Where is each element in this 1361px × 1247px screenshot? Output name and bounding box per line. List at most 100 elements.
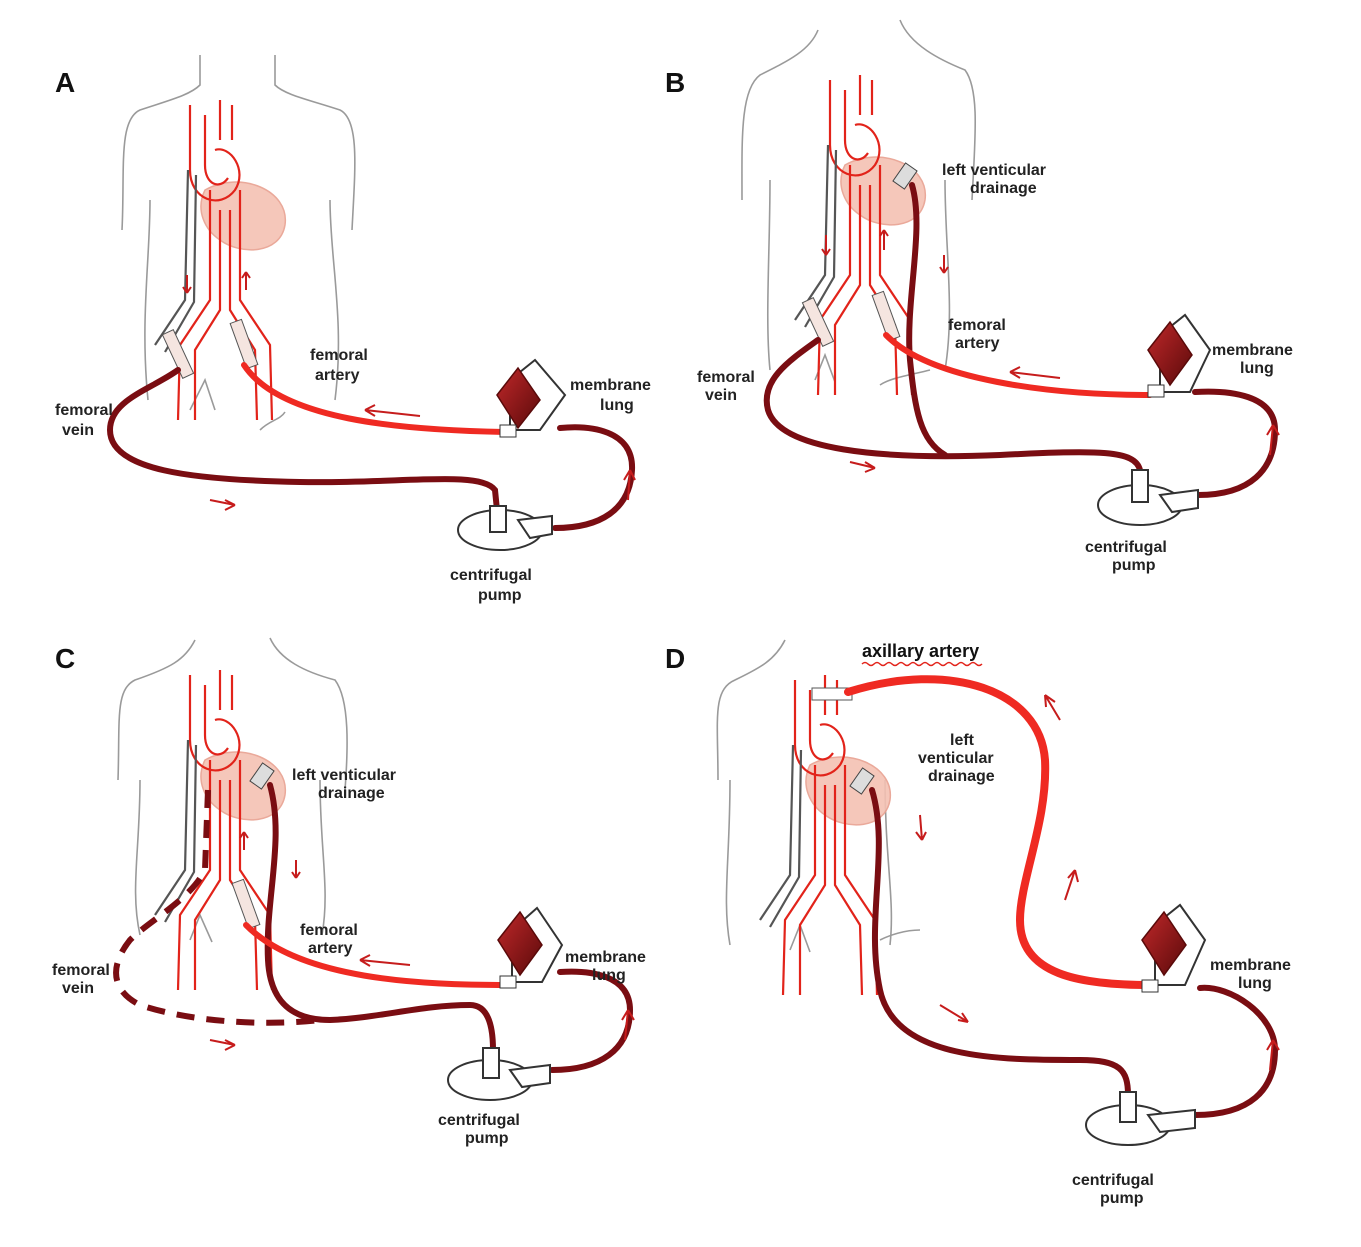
lv-drainage-tube <box>264 782 496 1053</box>
label-lv-drainage: left <box>950 732 975 749</box>
label-femoral-vein: vein <box>62 422 94 439</box>
label-axillary-artery: axillary artery <box>862 641 979 661</box>
label-centrifugal-pump: centrifugal <box>450 567 532 584</box>
arrow-icon <box>623 469 636 501</box>
arrow-icon <box>239 831 249 850</box>
spellcheck-underline <box>861 661 983 667</box>
panel-letter: D <box>665 643 685 674</box>
label-membrane-lung: membrane <box>565 949 646 966</box>
arterial-tube <box>243 922 513 988</box>
arrow-icon <box>821 235 831 256</box>
arrow-icon <box>939 255 949 274</box>
centrifugal-pump-icon <box>457 505 553 551</box>
arrow-icon <box>209 499 236 511</box>
venous-tube <box>1192 984 1279 1118</box>
label-femoral-artery: artery <box>955 335 1000 352</box>
label-membrane-lung: membrane <box>1210 957 1291 974</box>
lv-drainage-tube <box>906 182 948 458</box>
membrane-lung-icon <box>1147 313 1212 398</box>
venous-tube <box>763 337 1143 488</box>
label-membrane-lung: lung <box>592 967 626 984</box>
arterial-tube <box>844 675 1154 989</box>
venous-tube-removed <box>113 789 321 1026</box>
arrow-icon <box>182 275 192 294</box>
arrow-icon <box>621 1009 635 1041</box>
label-centrifugal-pump: centrifugal <box>438 1112 520 1129</box>
arterial-cannula <box>229 318 259 370</box>
panel-letter: B <box>665 67 685 98</box>
lv-vent-cannula <box>249 762 275 790</box>
label-centrifugal-pump: centrifugal <box>1085 539 1167 556</box>
label-centrifugal-pump: pump <box>478 587 522 604</box>
panel-letter: A <box>55 67 75 98</box>
lv-vent-cannula <box>849 767 875 795</box>
venous-tube <box>549 968 634 1073</box>
label-femoral-artery: artery <box>315 367 360 384</box>
lv-vent-cannula <box>892 162 918 190</box>
label-membrane-lung: membrane <box>570 377 651 394</box>
arrow-icon <box>241 271 251 290</box>
label-membrane-lung: lung <box>600 397 634 414</box>
label-centrifugal-pump: pump <box>465 1130 509 1147</box>
venous-tube <box>552 424 636 531</box>
label-lv-drainage: drainage <box>970 180 1037 197</box>
venous-cannula <box>801 297 835 347</box>
label-femoral-artery: femoral <box>948 317 1006 334</box>
membrane-lung-icon <box>497 906 564 989</box>
arterial-tube <box>883 332 1153 398</box>
label-femoral-vein: vein <box>705 387 737 404</box>
label-femoral-vein: femoral <box>55 402 113 419</box>
label-femoral-vein: femoral <box>52 962 110 979</box>
label-membrane-lung: lung <box>1240 360 1274 377</box>
arterial-tube <box>241 362 508 435</box>
arrow-icon <box>364 404 421 417</box>
panel-a: A femoral artery femoral vein <box>55 55 651 604</box>
label-femoral-artery: artery <box>308 940 353 957</box>
heart-aorta-schematic <box>758 673 892 997</box>
label-femoral-artery: femoral <box>300 922 358 939</box>
arrow-icon <box>209 1039 236 1051</box>
label-lv-drainage: drainage <box>318 785 385 802</box>
body-outline <box>741 19 977 386</box>
label-lv-drainage: venticular <box>918 750 994 767</box>
arrow-icon <box>849 461 876 473</box>
label-membrane-lung: lung <box>1238 975 1272 992</box>
body-outline <box>117 637 348 943</box>
label-lv-drainage: left venticular <box>292 767 396 784</box>
venous-tube <box>1192 388 1279 498</box>
membrane-lung-icon <box>496 358 567 438</box>
label-membrane-lung: membrane <box>1212 342 1293 359</box>
body-outline <box>121 55 356 431</box>
lv-drainage-tube <box>869 787 1131 1098</box>
label-femoral-artery: femoral <box>310 347 368 364</box>
arrow-icon <box>1009 366 1061 379</box>
arrow-icon <box>359 954 411 967</box>
label-femoral-vein: femoral <box>697 369 755 386</box>
body-outline <box>716 639 921 953</box>
label-lv-drainage: left venticular <box>942 162 1046 179</box>
label-centrifugal-pump: pump <box>1100 1190 1144 1207</box>
arrow-icon <box>915 814 927 841</box>
arrow-icon <box>1266 1039 1280 1071</box>
arrow-icon <box>879 229 889 250</box>
centrifugal-pump-icon <box>1085 1091 1196 1146</box>
panel-c: C left venticular drainage femoral arter… <box>52 637 646 1147</box>
arrow-icon <box>291 860 301 879</box>
label-centrifugal-pump: pump <box>1112 557 1156 574</box>
venous-tube <box>106 367 500 513</box>
arterial-cannula <box>231 878 261 930</box>
arrow-icon <box>1064 869 1079 901</box>
membrane-lung-icon <box>1141 903 1207 993</box>
panel-b: B left venticular drainage femoral arter… <box>665 19 1293 574</box>
arrow-icon <box>939 1004 969 1023</box>
panel-letter: C <box>55 643 75 674</box>
label-femoral-vein: vein <box>62 980 94 997</box>
centrifugal-pump-icon <box>1097 469 1199 526</box>
panel-d: D axillary artery left venticular draina… <box>665 639 1291 1207</box>
label-lv-drainage: drainage <box>928 768 995 785</box>
venous-cannula <box>161 329 195 379</box>
label-centrifugal-pump: centrifugal <box>1072 1172 1154 1189</box>
arrow-icon <box>1044 694 1061 721</box>
arrow-icon <box>1266 424 1280 456</box>
